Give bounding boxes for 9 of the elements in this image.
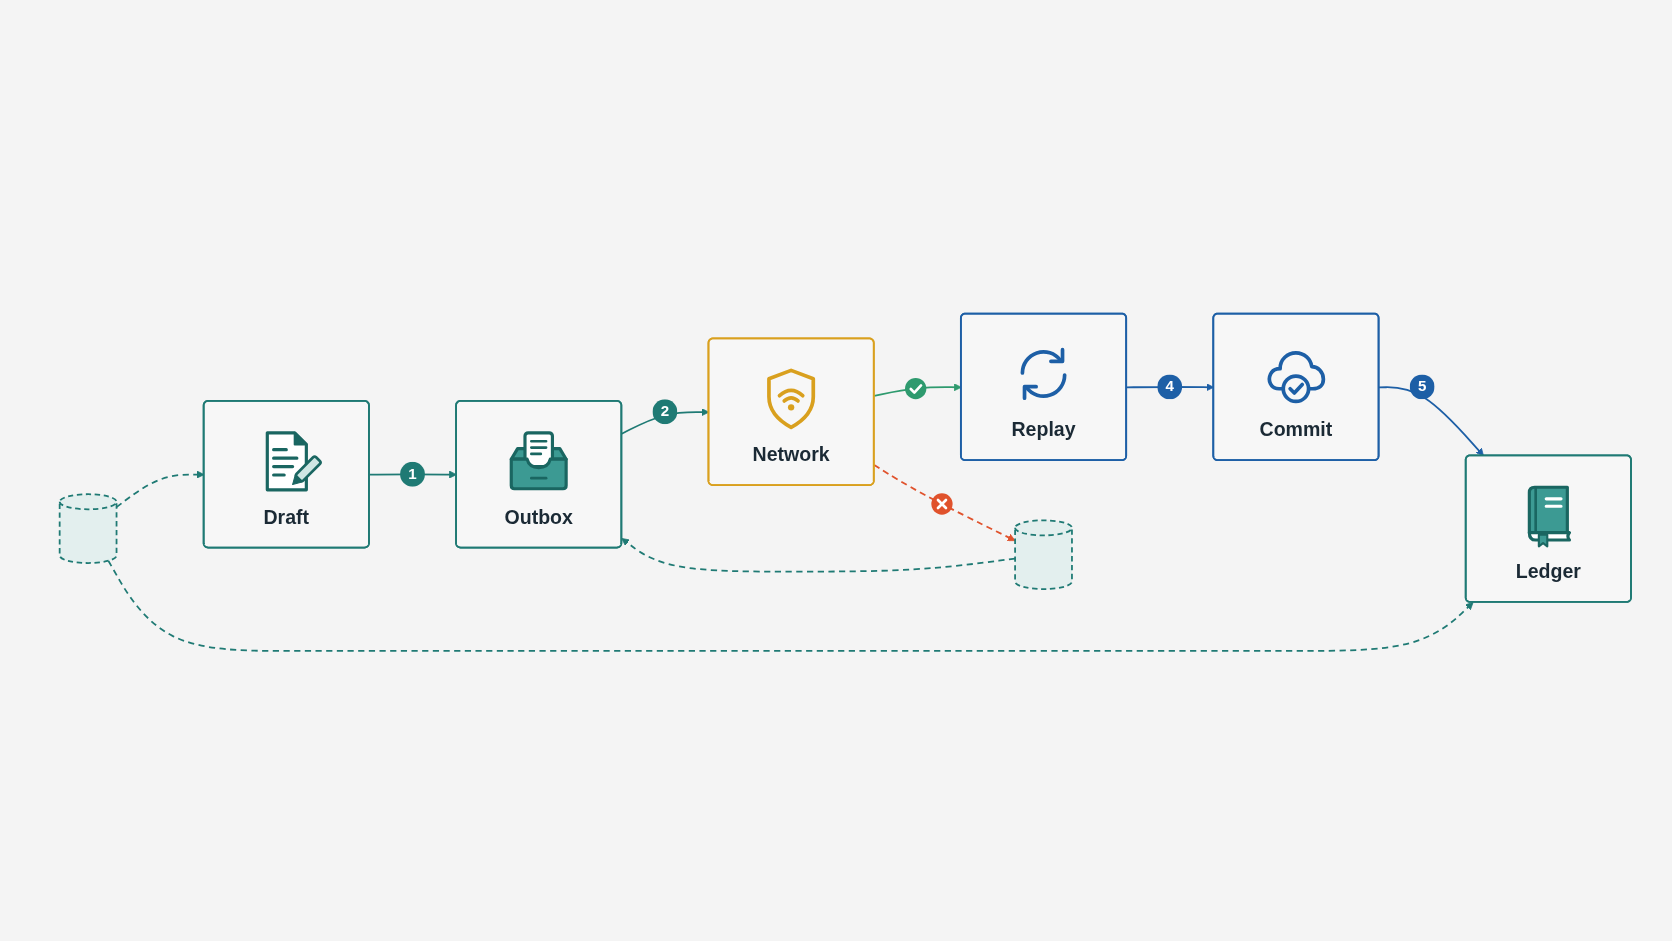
edge-label: 5 bbox=[1418, 377, 1427, 395]
edge-label: 4 bbox=[1165, 377, 1175, 395]
arrow bbox=[621, 537, 1017, 573]
edge-label: 1 bbox=[408, 465, 418, 482]
node-cylinder bbox=[59, 493, 118, 564]
arrow bbox=[116, 470, 205, 508]
arrow bbox=[107, 559, 1474, 652]
edge-label: 2 bbox=[661, 402, 670, 420]
node-cylinder bbox=[1014, 519, 1074, 590]
